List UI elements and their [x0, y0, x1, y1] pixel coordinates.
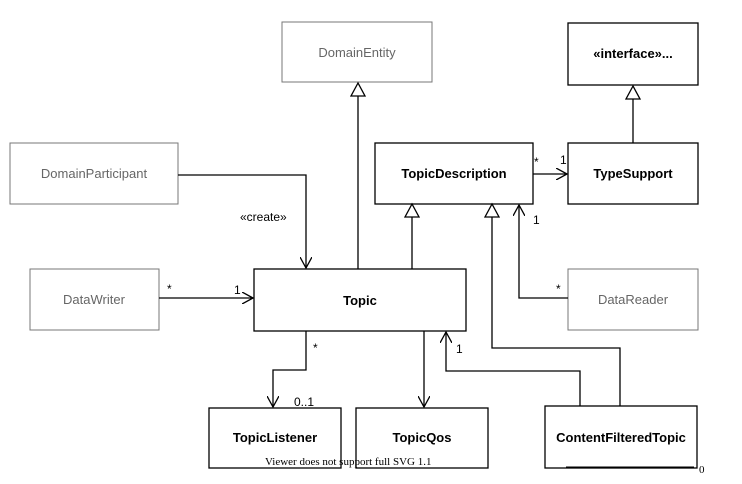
generalization-arrowhead-icon [624, 84, 642, 100]
multiplicity-reader-star: * [556, 282, 561, 296]
class-content-filtered-topic-label: ContentFilteredTopic [556, 430, 686, 445]
edge-topic-generalizes-domain-entity [349, 81, 367, 269]
create-stereotype-label: «create» [240, 210, 287, 224]
multiplicity-ts-one: 1 [560, 153, 567, 167]
generalization-arrowhead-icon [349, 81, 367, 97]
generalization-arrowhead-icon [483, 202, 501, 218]
multiplicity-topic-one: 1 [234, 283, 241, 297]
class-interface: «interface»... [567, 22, 699, 86]
multiplicity-listener-star: * [313, 341, 318, 355]
class-data-writer: DataWriter [29, 268, 160, 331]
edge-topic-generalizes-topic-description [403, 202, 421, 269]
multiplicity-cft-topic-one: 1 [456, 342, 463, 356]
footer-trailing-glyph: 0 [699, 464, 705, 476]
class-type-support: TypeSupport [567, 142, 699, 205]
class-topic-listener-label: TopicListener [233, 430, 317, 445]
edge-participant-creates-topic: «create» [178, 174, 306, 268]
class-topic-listener: TopicListener [208, 407, 342, 469]
class-domain-entity: DomainEntity [281, 21, 433, 83]
class-domain-participant: DomainParticipant [9, 142, 179, 205]
svg-support-warning: Viewer does not support full SVG 1.1 [265, 456, 431, 468]
edge-cft-to-topic: 1 [446, 332, 581, 406]
edge-writer-to-topic: * 1 [159, 282, 253, 298]
class-domain-entity-label: DomainEntity [318, 45, 396, 60]
edge-reader-to-topic-description: 1 * [519, 205, 568, 299]
edge-topic-to-listener: * 0..1 [273, 331, 318, 409]
multiplicity-writer-star: * [167, 282, 172, 296]
class-data-writer-label: DataWriter [63, 292, 126, 307]
class-data-reader-label: DataReader [598, 292, 669, 307]
edge-type-support-realizes-interface [624, 84, 642, 143]
class-interface-label: «interface»... [593, 46, 673, 61]
class-type-support-label: TypeSupport [593, 166, 673, 181]
edge-topic-description-to-type-support: * 1 [533, 153, 567, 174]
multiplicity-listener-zero-one: 0..1 [294, 395, 314, 409]
class-topic-description-label: TopicDescription [401, 166, 506, 181]
class-data-reader: DataReader [567, 268, 699, 331]
class-topic: Topic [253, 268, 467, 332]
class-topic-qos-label: TopicQos [393, 430, 452, 445]
class-content-filtered-topic: ContentFilteredTopic [544, 405, 698, 469]
multiplicity-td-one: 1 [533, 213, 540, 227]
edge-cft-generalizes-topic-description [483, 202, 621, 406]
multiplicity-td-star: * [534, 155, 539, 169]
class-domain-participant-label: DomainParticipant [41, 166, 148, 181]
class-topic-label: Topic [343, 293, 377, 308]
class-topic-qos: TopicQos [355, 407, 489, 469]
generalization-arrowhead-icon [403, 202, 421, 218]
class-topic-description: TopicDescription [374, 142, 534, 205]
